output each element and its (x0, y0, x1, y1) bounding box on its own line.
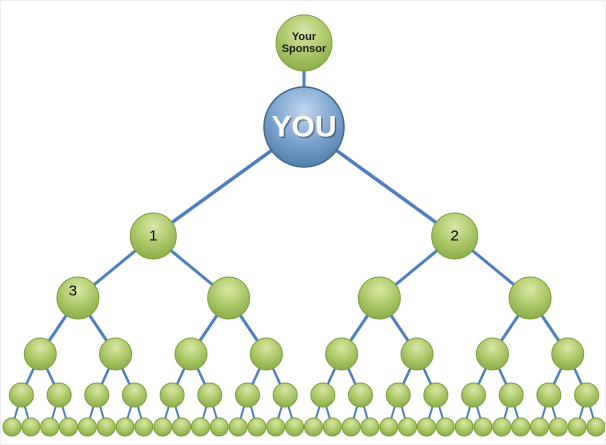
node-level-1-1 (431, 212, 479, 260)
node-level-5-15 (285, 417, 305, 437)
node-level-5-23 (435, 417, 455, 437)
tree-nodes (2, 14, 605, 437)
node-level-4-13 (498, 382, 524, 408)
label-you-0: YOU (271, 111, 336, 144)
node-level-5-29 (548, 417, 568, 437)
node-level-5-6 (115, 417, 135, 437)
node-level-2-2 (357, 276, 401, 320)
node-level-3-3 (249, 337, 283, 371)
node-level-5-24 (454, 417, 474, 437)
node-level-3-5 (400, 337, 434, 371)
node-level-5-19 (360, 417, 380, 437)
node-level-5-18 (341, 417, 361, 437)
node-level-5-20 (379, 417, 399, 437)
node-level-4-15 (574, 382, 600, 408)
node-level-5-13 (247, 417, 267, 437)
node-level-5-28 (529, 417, 549, 437)
node-level-3-7 (551, 337, 585, 371)
node-level-5-21 (398, 417, 418, 437)
node-level-4-9 (348, 382, 374, 408)
node-level-4-12 (461, 382, 487, 408)
node-level-4-14 (536, 382, 562, 408)
node-level-5-12 (228, 417, 248, 437)
node-sponsor (275, 14, 333, 72)
node-level-3-4 (325, 337, 359, 371)
node-level-4-2 (84, 382, 110, 408)
node-level-2-1 (207, 276, 251, 320)
node-level-5-11 (209, 417, 229, 437)
node-level-4-1 (46, 382, 72, 408)
node-level-5-14 (266, 417, 286, 437)
node-level-4-7 (272, 382, 298, 408)
label-sponsor-0: Your (292, 31, 317, 43)
node-level-2-0 (56, 276, 100, 320)
node-level-4-5 (197, 382, 223, 408)
node-level-5-16 (303, 417, 323, 437)
node-level-2-3 (508, 276, 552, 320)
node-level-5-17 (322, 417, 342, 437)
node-level-5-9 (172, 417, 192, 437)
node-level-5-2 (40, 417, 60, 437)
label-level-1-1: 2 (451, 228, 459, 245)
node-level-5-26 (492, 417, 512, 437)
node-level-4-8 (310, 382, 336, 408)
node-level-5-25 (473, 417, 493, 437)
node-level-5-10 (190, 417, 210, 437)
node-level-5-30 (567, 417, 587, 437)
label-shadow-you-0: YOU (273, 112, 338, 145)
node-level-4-11 (423, 382, 449, 408)
node-level-3-2 (174, 337, 208, 371)
node-level-5-3 (59, 417, 79, 437)
node-level-5-1 (21, 417, 41, 437)
node-level-3-1 (99, 337, 133, 371)
label-sponsor-0: Sponsor (282, 43, 327, 55)
node-level-4-6 (234, 382, 260, 408)
node-level-5-27 (511, 417, 531, 437)
label-level-2-0: 3 (69, 283, 77, 300)
node-level-4-10 (385, 382, 411, 408)
node-level-4-4 (159, 382, 185, 408)
node-level-5-31 (586, 417, 605, 437)
node-level-5-5 (96, 417, 116, 437)
node-level-5-22 (416, 417, 436, 437)
node-level-4-0 (8, 382, 34, 408)
node-level-3-6 (475, 337, 509, 371)
node-you (263, 86, 345, 168)
node-level-5-4 (77, 417, 97, 437)
node-level-5-8 (153, 417, 173, 437)
node-level-1-0 (129, 212, 177, 260)
node-level-3-0 (23, 337, 57, 371)
node-level-4-3 (121, 382, 147, 408)
label-level-1-0: 1 (149, 228, 157, 245)
node-level-5-0 (2, 417, 22, 437)
node-level-5-7 (134, 417, 154, 437)
